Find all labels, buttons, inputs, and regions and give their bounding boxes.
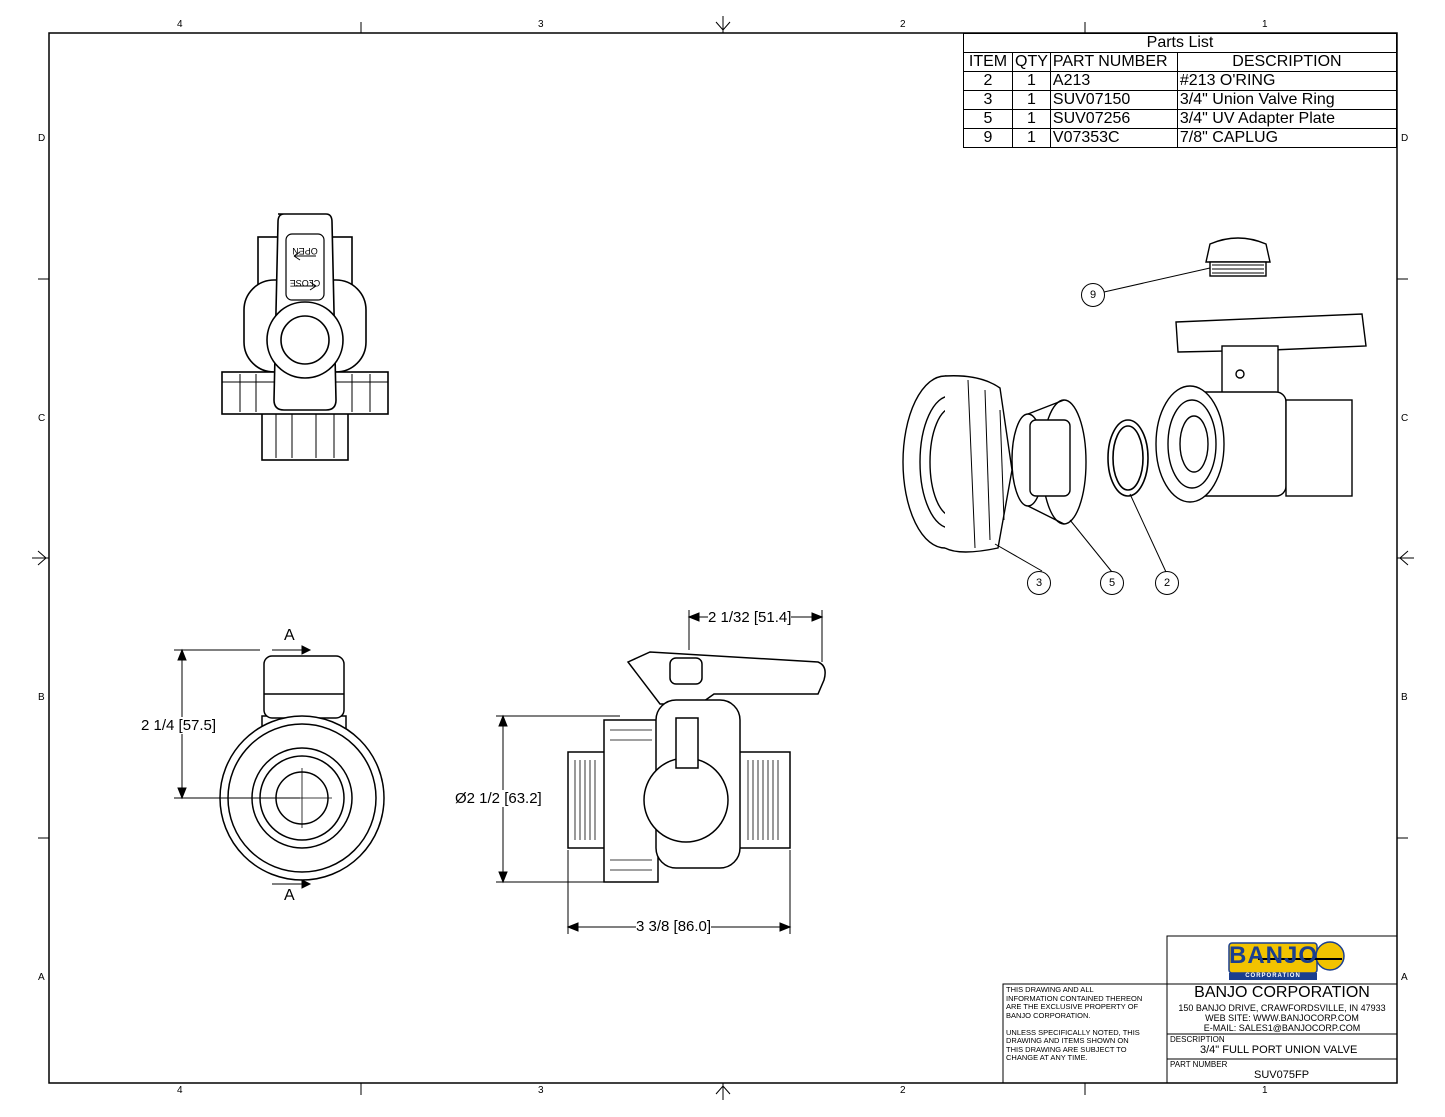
balloon-leaders <box>994 267 1211 573</box>
zone-label-top-3: 3 <box>538 19 544 30</box>
row-qty: 1 <box>1012 71 1051 91</box>
dimension-diameter: Ø2 1/2 [63.2] <box>455 790 542 807</box>
zone-ticks <box>38 22 1408 1095</box>
zone-label-right-c: C <box>1401 413 1409 424</box>
row-part-number: V07353C <box>1049 128 1178 148</box>
company-name: BANJO CORPORATION <box>1194 984 1370 1001</box>
parts-list-title: Parts List <box>963 33 1397 53</box>
balloon-item-2: 2 <box>1155 571 1179 595</box>
handle-open-label: OPEN <box>292 246 318 256</box>
notice-line: BANJO CORPORATION. <box>1006 1010 1091 1020</box>
front-view <box>219 655 385 881</box>
banjo-logo <box>1228 941 1345 980</box>
section-threads <box>574 729 779 871</box>
header-part-number: PART NUMBER <box>1049 52 1178 72</box>
notice-line: THIS DRAWING AND ALL <box>1006 985 1094 994</box>
notice-line: CHANGE AT ANY TIME. <box>1006 1053 1088 1062</box>
row-description: #213 O'RING <box>1176 71 1398 91</box>
valve-body-part <box>1155 313 1367 503</box>
row-description: 7/8" CAPLUG <box>1176 128 1398 148</box>
zone-label-bottom-3: 3 <box>538 1085 544 1096</box>
row-part-number: SUV07150 <box>1049 90 1178 110</box>
balloon-item-3: 3 <box>1027 571 1051 595</box>
row-part-number: A213 <box>1049 71 1178 91</box>
row-qty: 1 <box>1012 109 1051 129</box>
table-row: 3 1 SUV07150 3/4" Union Valve Ring <box>963 90 1398 110</box>
row-qty: 1 <box>1012 128 1051 148</box>
logo-subtext: CORPORATION <box>1245 973 1301 979</box>
zone-label-bottom-2: 2 <box>900 1085 906 1096</box>
header-description: DESCRIPTION <box>1176 52 1398 72</box>
row-item: 2 <box>963 71 1013 91</box>
adapter-plate-part <box>1011 399 1087 525</box>
union-ring-part <box>902 375 1013 553</box>
top-view <box>221 213 389 461</box>
row-qty: 1 <box>1012 90 1051 110</box>
zone-label-left-a: A <box>38 972 45 983</box>
notice-line: ARE THE EXCLUSIVE PROPERTY OF <box>1006 1002 1139 1011</box>
row-part-number: SUV07256 <box>1049 109 1178 129</box>
zone-label-top-4: 4 <box>177 19 183 30</box>
balloon-item-9: 9 <box>1081 283 1105 307</box>
section-arrows <box>272 645 312 889</box>
proprietary-notice: THIS DRAWING AND ALL INFORMATION CONTAIN… <box>1006 985 1166 1063</box>
zone-label-bottom-1: 1 <box>1262 1085 1268 1096</box>
zone-label-left-b: B <box>38 692 45 703</box>
dimension-handle-height: 2 1/4 [57.5] <box>141 717 217 734</box>
dimension-lines <box>174 610 824 934</box>
zone-label-top-2: 2 <box>900 19 906 30</box>
notice-line: INFORMATION CONTAINED THEREON <box>1006 993 1143 1003</box>
zone-label-left-d: D <box>38 133 46 144</box>
section-view <box>567 651 826 883</box>
notice-line: UNLESS SPECIFICALLY NOTED, THIS <box>1006 1027 1140 1037</box>
row-description: 3/4" UV Adapter Plate <box>1176 109 1398 129</box>
row-item: 3 <box>963 90 1013 110</box>
balloon-item-5: 5 <box>1100 571 1124 595</box>
zone-label-right-d: D <box>1401 133 1409 144</box>
notice-line: DRAWING AND ITEMS SHOWN ON <box>1006 1036 1129 1045</box>
row-description: 3/4" Union Valve Ring <box>1176 90 1398 110</box>
handle-close-label: CLOSE <box>290 278 321 288</box>
table-row: 2 1 A213 #213 O'RING <box>963 71 1398 91</box>
company-website: WEB SITE: WWW.BANJOCORP.COM <box>1205 1013 1359 1023</box>
parts-list-header-row: ITEM QTY PART NUMBER DESCRIPTION <box>963 52 1398 72</box>
sheet-inner-border <box>48 32 1398 1084</box>
parts-list-table: Parts List ITEM QTY PART NUMBER DESCRIPT… <box>963 33 1398 148</box>
zone-label-top-1: 1 <box>1262 19 1268 30</box>
row-item: 5 <box>963 109 1013 129</box>
description-label: DESCRIPTION <box>1170 1035 1225 1044</box>
centering-marks <box>32 16 1414 1100</box>
row-item: 9 <box>963 128 1013 148</box>
notice-line: THIS DRAWING ARE SUBJECT TO <box>1006 1044 1127 1054</box>
logo-wordmark: BANJO <box>1229 942 1319 969</box>
caplug-part <box>1205 237 1271 277</box>
company-email: E-MAIL: SALES1@BANJOCORP.COM <box>1203 1023 1361 1033</box>
company-address: 150 BANJO DRIVE, CRAWFORDSVILLE, IN 4793… <box>1178 1003 1386 1013</box>
table-row: 5 1 SUV07256 3/4" UV Adapter Plate <box>963 109 1398 129</box>
header-qty: QTY <box>1012 52 1051 72</box>
table-row: 9 1 V07353C 7/8" CAPLUG <box>963 128 1398 148</box>
title-block-frame <box>1002 935 1398 1084</box>
drawing-part-number: SUV075FP <box>1254 1069 1310 1081</box>
zone-label-right-a: A <box>1401 972 1408 983</box>
oring-part <box>1107 419 1149 497</box>
section-mark-bottom: A <box>284 887 295 904</box>
section-mark-top: A <box>284 627 295 644</box>
drawing-description: 3/4" FULL PORT UNION VALVE <box>1200 1044 1358 1056</box>
dimension-overall-length: 3 3/8 [86.0] <box>636 918 712 935</box>
part-number-label: PART NUMBER <box>1170 1060 1228 1069</box>
zone-label-left-c: C <box>38 413 46 424</box>
zone-label-bottom-4: 4 <box>177 1085 183 1096</box>
dimension-handle-offset: 2 1/32 [51.4] <box>708 609 792 626</box>
handle-arrows <box>293 251 317 291</box>
header-item: ITEM <box>963 52 1013 72</box>
zone-label-right-b: B <box>1401 692 1408 703</box>
